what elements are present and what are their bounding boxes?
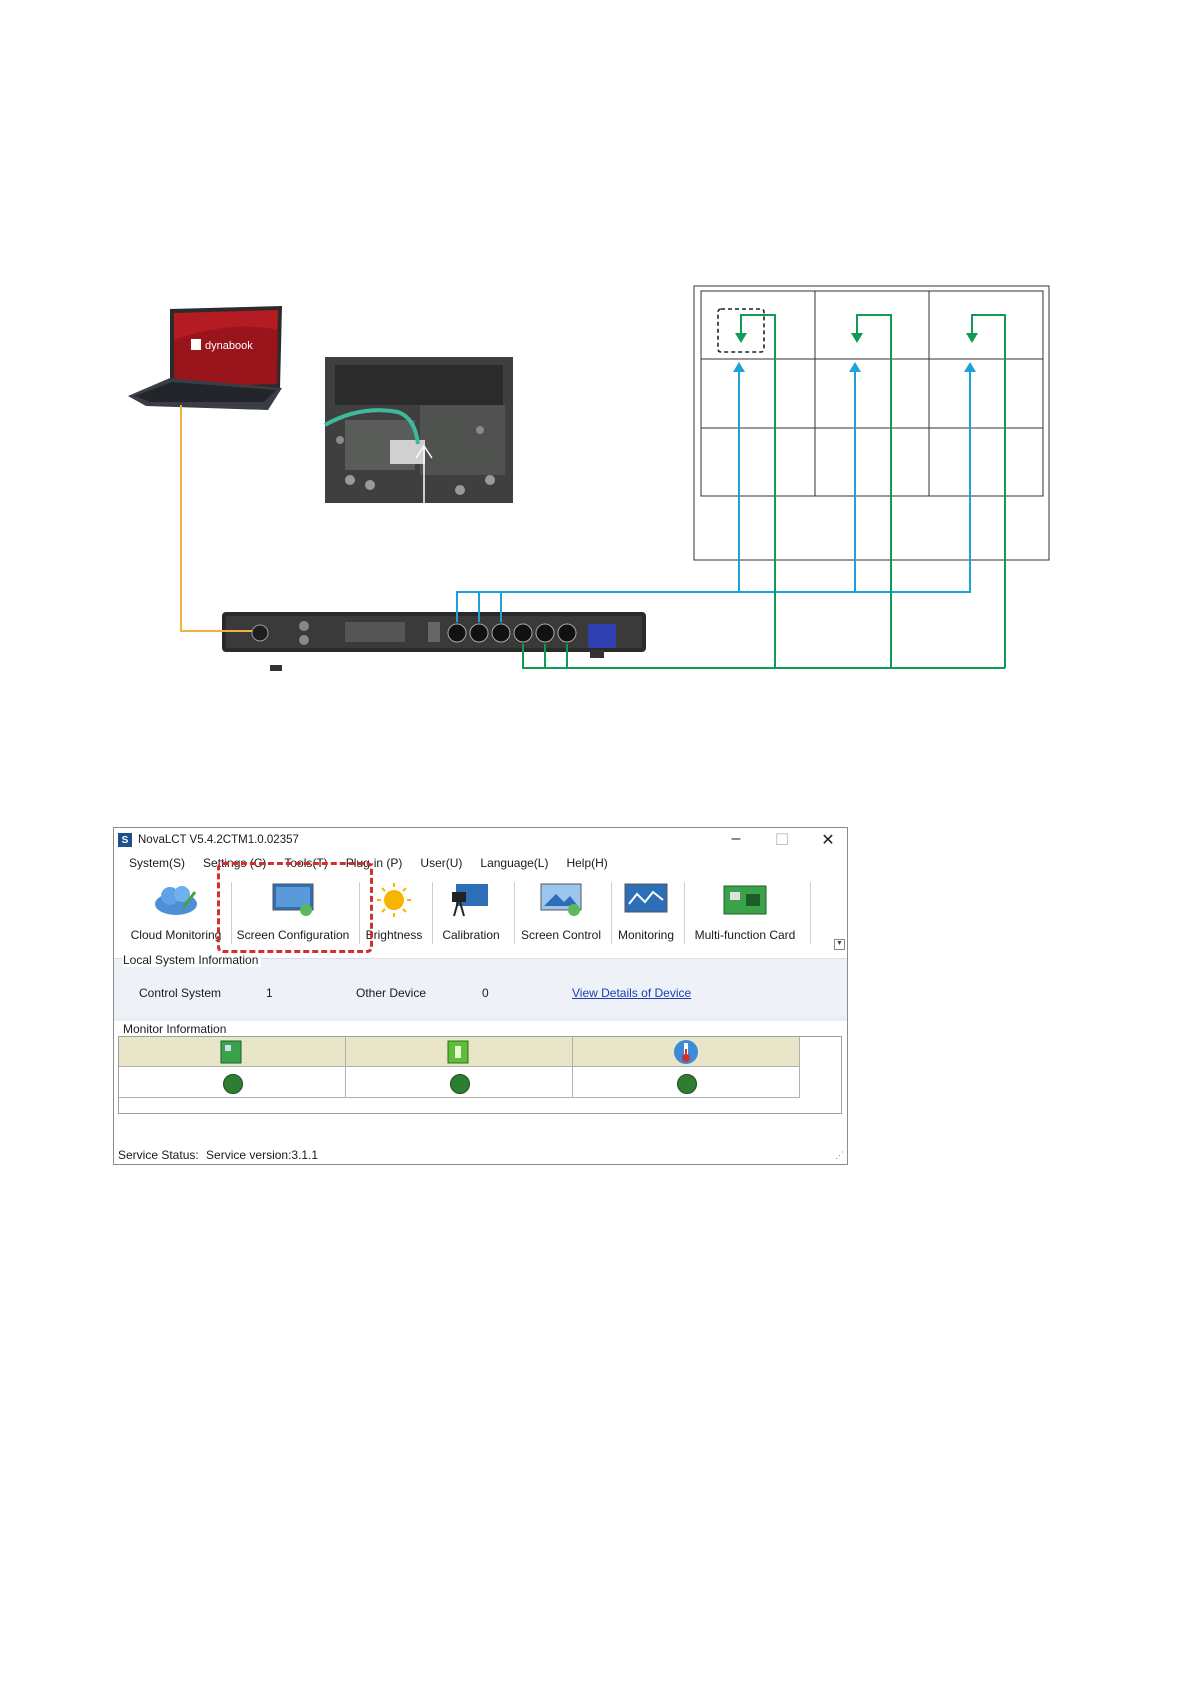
monitor-column-card <box>119 1037 346 1097</box>
control-system-label: Control System <box>139 986 222 1000</box>
menu-system[interactable]: System(S) <box>129 856 186 870</box>
receiver-card-icon <box>447 1040 469 1067</box>
temperature-status-dot <box>677 1074 697 1094</box>
screen-configuration-button[interactable]: Screen Configuration <box>233 876 353 952</box>
resize-grip-icon[interactable]: ⋰ <box>835 1150 844 1160</box>
monitor-column-receiver <box>346 1037 573 1097</box>
menu-user[interactable]: User(U) <box>420 856 463 870</box>
multifunction-card-label: Multi-function Card <box>694 928 796 942</box>
cloud-monitoring-button[interactable]: Cloud Monitoring <box>126 876 226 952</box>
controller-device <box>222 612 646 671</box>
menu-bar: System(S) Settings (C) Tools(T) Plug-in … <box>114 852 847 874</box>
maximize-icon[interactable]: ☐ <box>774 832 790 849</box>
minimize-icon[interactable]: – <box>731 830 741 847</box>
brightness-label: Brightness <box>365 928 423 942</box>
screen-config-icon <box>270 882 316 918</box>
service-status-label: Service Status: <box>118 1148 199 1162</box>
laptop-brand: dynabook <box>205 340 253 352</box>
laptop-image: dynabook <box>128 306 282 410</box>
monitor-column-temperature <box>573 1037 800 1097</box>
menu-plugin[interactable]: Plug-in (P) <box>345 856 403 870</box>
menu-help[interactable]: Help(H) <box>566 856 608 870</box>
green-loop-cables <box>522 314 1006 669</box>
blue-data-cables <box>456 362 976 622</box>
wiring-diagram: dynabook <box>128 285 1050 671</box>
other-device-value: 0 <box>482 986 489 1000</box>
screen-control-button[interactable]: Screen Control <box>516 876 606 952</box>
monitoring-icon <box>623 882 669 918</box>
view-details-link[interactable]: View Details of Device <box>572 986 692 1000</box>
monitor-information-title: Monitor Information <box>123 1022 230 1036</box>
screen-control-label: Screen Control <box>520 928 602 942</box>
novalct-window: S NovaLCT V5.4.2CTM1.0.02357 – ☐ ✕ Syste… <box>113 827 848 1165</box>
cloud-monitoring-label: Cloud Monitoring <box>130 928 222 942</box>
control-system-value: 1 <box>266 986 273 1000</box>
receiver-status-dot <box>450 1074 470 1094</box>
other-device-label: Other Device <box>356 986 427 1000</box>
screen-configuration-highlight <box>217 862 373 953</box>
status-bar: Service Status: Service version:3.1.1 <box>118 1148 318 1162</box>
title-bar: S NovaLCT V5.4.2CTM1.0.02357 – ☐ ✕ <box>114 828 847 852</box>
monitor-row-divider <box>119 1097 800 1098</box>
multifunction-card-button[interactable]: Multi-function Card <box>686 876 804 952</box>
first-cabinet-highlight <box>717 308 765 353</box>
monitoring-label: Monitoring <box>617 928 675 942</box>
menu-language[interactable]: Language(L) <box>480 856 549 870</box>
calibration-button[interactable]: Calibration <box>434 876 508 952</box>
local-system-panel: Local System Information Control System … <box>114 953 847 1019</box>
card-status-dot <box>223 1074 243 1094</box>
service-version: Service version:3.1.1 <box>206 1148 319 1162</box>
monitor-table <box>118 1036 842 1114</box>
toolbar: Cloud Monitoring Screen Configuration Br… <box>114 876 847 952</box>
screen-control-icon <box>538 882 584 918</box>
panel-separator <box>114 1017 847 1021</box>
brightness-button[interactable]: Brightness <box>361 876 427 952</box>
sun-icon <box>371 882 417 918</box>
circuit-board-icon <box>722 882 768 918</box>
panel-back-photo <box>324 357 513 517</box>
window-title: NovaLCT V5.4.2CTM1.0.02357 <box>138 834 299 846</box>
usb-cable-orange <box>180 405 252 632</box>
toolbar-scroll-icon[interactable]: ▼ <box>834 939 845 950</box>
screen-configuration-label: Screen Configuration <box>236 928 350 942</box>
close-icon[interactable]: ✕ <box>821 832 835 849</box>
window-controls: – ☐ ✕ <box>727 830 837 850</box>
monitoring-button[interactable]: Monitoring <box>613 876 679 952</box>
led-display-grid <box>693 285 1050 561</box>
card-icon <box>220 1040 242 1067</box>
novalct-app-icon: S <box>118 833 132 847</box>
local-system-title: Local System Information <box>123 953 262 967</box>
cloud-icon <box>153 882 199 918</box>
thermometer-icon <box>672 1039 700 1068</box>
camera-icon <box>448 882 494 918</box>
calibration-label: Calibration <box>442 928 500 942</box>
